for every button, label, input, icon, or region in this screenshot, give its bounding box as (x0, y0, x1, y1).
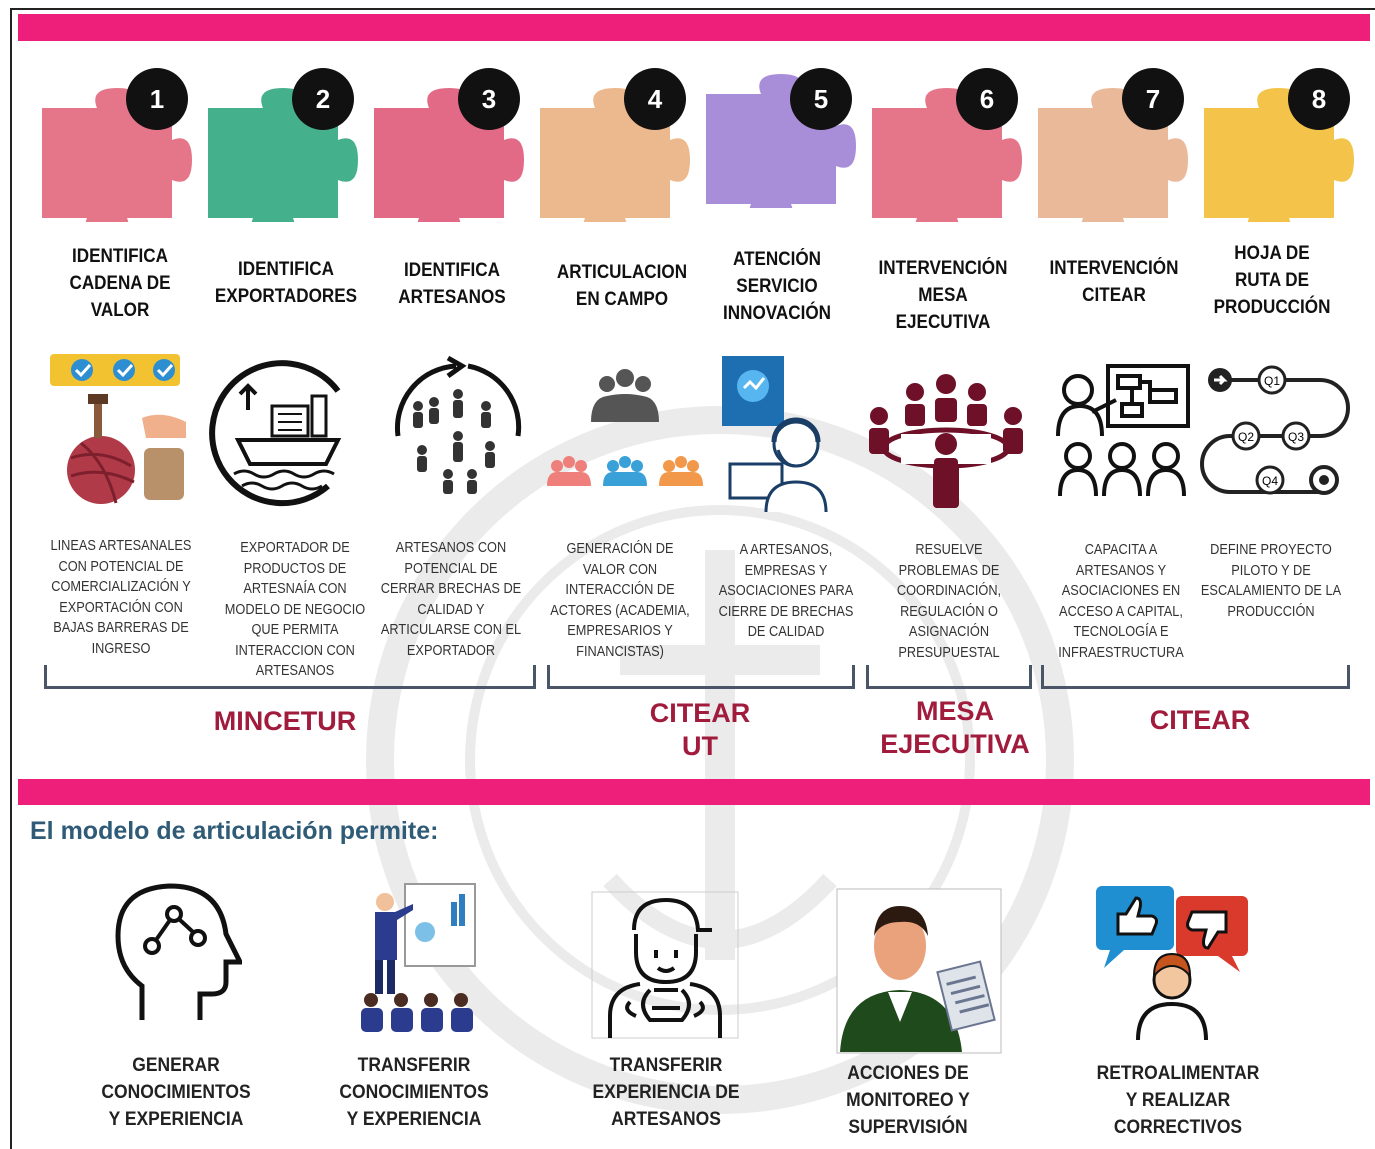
step-8-number-badge: 8 (1288, 68, 1350, 130)
step-1-number-badge: 1 (126, 68, 188, 130)
group-label-citear: CITEAR (1149, 705, 1251, 735)
roadmap-icon: Q1 Q2 Q3 Q4 (1200, 365, 1350, 495)
bracket-mincetur (44, 665, 536, 689)
bracket-citear (1041, 665, 1350, 689)
step-8-description: DEFINE PROYECTO PILOTO Y DE ESCALAMIENTO… (1200, 542, 1342, 620)
svg-text:Q4: Q4 (1262, 474, 1278, 488)
top-accent-bar (18, 14, 1370, 41)
svg-text:Q2: Q2 (1238, 430, 1254, 444)
people-cycle-icon (394, 355, 522, 494)
step-1-description: LINEAS ARTESANALES CON POTENCIAL DE COME… (50, 538, 192, 657)
feedback-icon (1096, 886, 1248, 1041)
step-7-description: CAPACITA A ARTESANOS Y ASOCIACIONES EN A… (1058, 542, 1184, 661)
step-6-number-badge: 6 (956, 68, 1018, 130)
step-6-description: RESUELVE PROBLEMAS DE COORDINACIÓN, REGU… (896, 542, 1002, 661)
yarn-crafts-icon (50, 354, 186, 504)
svg-text:Q3: Q3 (1288, 430, 1304, 444)
presentation-icon (361, 883, 476, 1032)
page-frame (10, 8, 1375, 1149)
step-2-number-badge: 2 (292, 68, 354, 130)
bracket-citear-ut (547, 665, 855, 689)
supervisor-icon (836, 888, 1002, 1054)
bracket-mesa-ejecutiva (866, 665, 1032, 689)
step-5-description: A ARTESANOS, EMPRESAS Y ASOCIACIONES PAR… (718, 542, 854, 640)
section-title: El modelo de articulación permite: (30, 817, 439, 845)
groups-network-icon (547, 369, 703, 486)
group-label-mincetur: MINCETUR (213, 706, 357, 736)
step-4-number-badge: 4 (624, 68, 686, 130)
step-3-description: ARTESANOS CON POTENCIAL DE CERRAR BRECHA… (380, 540, 522, 659)
training-icon (1056, 364, 1190, 497)
support-agent-icon (722, 356, 828, 513)
cargo-ship-icon (209, 360, 342, 507)
step-5-number-badge: 5 (790, 68, 852, 130)
step-3-number-badge: 3 (458, 68, 520, 130)
middle-accent-bar (18, 779, 1370, 805)
artisan-worker-icon (591, 891, 739, 1039)
step-4-description: GENERACIÓN DE VALOR CON INTERACCIÓN DE A… (550, 541, 690, 660)
head-network-icon (115, 883, 242, 1020)
svg-text:Q1: Q1 (1264, 374, 1280, 388)
step-2-description: EXPORTADOR DE PRODUCTOS DE ARTESNAÍA CON… (224, 540, 366, 679)
meeting-table-icon (869, 374, 1023, 508)
step-7-number-badge: 7 (1122, 68, 1184, 130)
